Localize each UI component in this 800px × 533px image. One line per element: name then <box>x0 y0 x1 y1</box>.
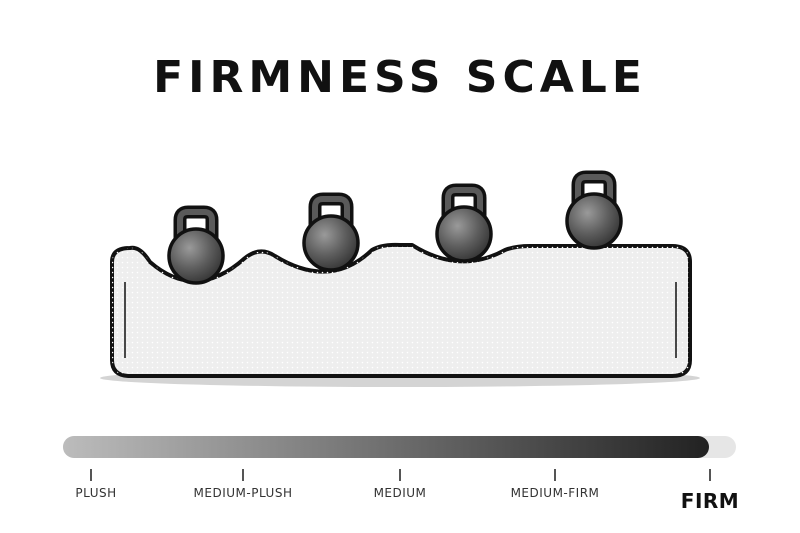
scale-tick <box>90 469 92 481</box>
scale-tick <box>554 469 556 481</box>
scale-tick <box>242 469 244 481</box>
scale-label-firm: FIRM <box>680 489 740 513</box>
kettlebell-icon <box>302 192 360 272</box>
scale-tick <box>709 469 711 481</box>
scale-label-medium-firm: MEDIUM-FIRM <box>510 486 600 500</box>
kettlebell-icon <box>167 205 225 285</box>
scale-label-medium-plush: MEDIUM-PLUSH <box>193 486 293 500</box>
scale-tick <box>399 469 401 481</box>
firmness-bar-fill <box>63 436 709 458</box>
kettlebell-icon <box>565 170 623 250</box>
scale-label-medium: MEDIUM <box>373 486 427 500</box>
page-title: FIRMNESS SCALE <box>153 52 647 103</box>
mattress <box>110 242 692 378</box>
scale-label-plush: PLUSH <box>75 486 117 500</box>
kettlebell-icon <box>435 183 493 263</box>
